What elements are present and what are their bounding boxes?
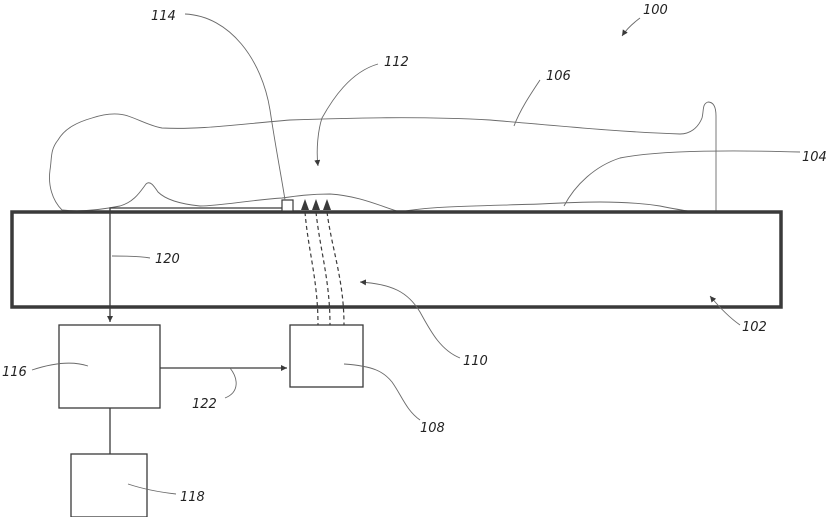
leader-122 (225, 368, 236, 398)
leader-104 (564, 151, 800, 206)
label-118: 118 (180, 490, 205, 505)
sensor-114 (282, 200, 293, 211)
leader-100 (622, 18, 640, 36)
link-120 (110, 208, 282, 322)
leader-106 (514, 80, 540, 126)
display-118 (71, 454, 147, 517)
patient-outline (50, 102, 717, 213)
leader-114 (185, 14, 285, 200)
controller-116 (59, 325, 160, 408)
label-106: 106 (546, 69, 571, 84)
label-104: 104 (802, 150, 827, 165)
leader-112 (317, 64, 378, 166)
table-102 (12, 212, 781, 307)
receiver-108 (290, 325, 363, 387)
leader-120 (112, 256, 150, 258)
label-110: 110 (463, 354, 488, 369)
label-112: 112 (384, 55, 409, 70)
label-116: 116 (2, 365, 27, 380)
signal-arrows (301, 199, 331, 210)
label-120: 120 (155, 252, 180, 267)
label-100: 100 (643, 3, 668, 18)
leader-110 (360, 282, 460, 358)
label-102: 102 (742, 320, 767, 335)
leader-102 (710, 296, 740, 325)
label-122: 122 (192, 397, 217, 412)
label-108: 108 (420, 421, 445, 436)
label-114: 114 (151, 9, 176, 24)
